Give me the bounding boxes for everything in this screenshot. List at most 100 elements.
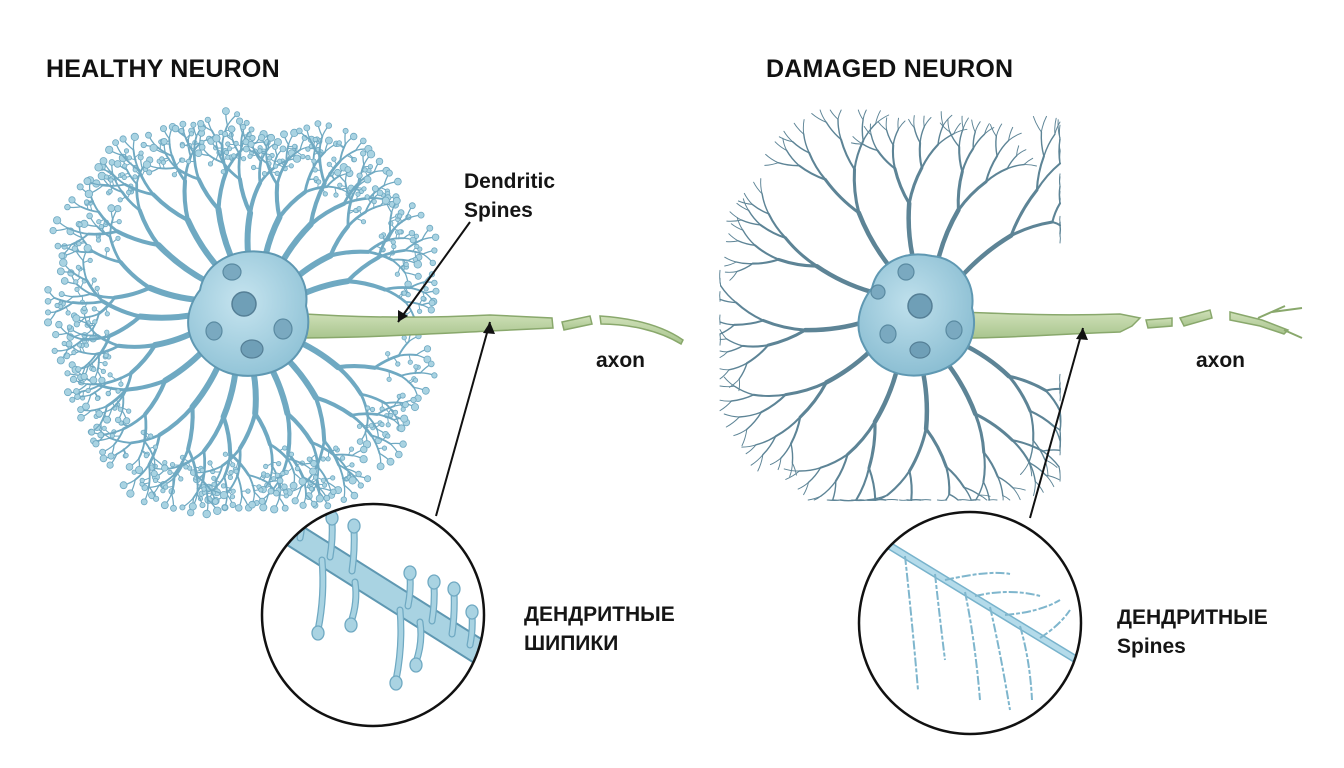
damaged-dendrite-branch [1028,461,1047,476]
damaged-dendrite-branch [875,114,890,125]
healthy-dendrite-branch [157,404,195,438]
spine-knob [355,470,362,478]
healthy-dendrite-branch [403,238,424,252]
damaged-dendrite-branch [973,412,1014,442]
spine-knob [126,489,135,498]
damaged-dendrite-branch [757,454,764,472]
spine-knob [381,445,388,451]
damaged-dendrite-branch [984,154,999,183]
spine-knob [105,390,111,396]
spine-knob [81,305,87,312]
spine-knob [145,131,152,139]
damaged-dendrite-branch [875,110,881,125]
healthy-dendrite-branch [158,166,177,170]
spine-knob [170,504,177,512]
damaged-dendrite-branch [726,345,744,353]
spine-knob [375,157,384,166]
damaged-dendrite-branch [945,493,950,501]
damaged-dendrite-branch [1006,154,1018,170]
spine-knob [431,372,438,379]
spine-knob [87,257,93,263]
spine-knob [291,497,299,505]
spine-knob [108,177,114,183]
spine-knob [140,141,147,149]
spine-knob [160,488,166,494]
spine-knob [188,502,197,511]
damaged-zoom-label-line2: Spines [1117,635,1186,658]
spine-knob [273,138,282,147]
healthy-dendrite-branch [222,452,232,479]
damaged-dendrite-branch [745,344,770,365]
damaged-dendrite-branch [766,328,807,347]
healthy-dendrite-branch [53,296,74,304]
damaged-dendrite-branch [834,453,849,483]
spine-knob [247,140,255,148]
spine-knob [97,431,104,439]
spine-knob [363,175,372,184]
damaged-dendrite-branch [777,457,782,471]
healthy-dendrite-branch [216,147,225,164]
damaged-nucleus [907,293,933,319]
spine-knob [64,388,72,397]
spine-knob [356,423,363,429]
spine-knob [95,237,102,243]
spine-knob [399,440,407,448]
healthy-dendrite-branch [80,205,100,213]
spine-knob [330,475,336,481]
healthy-dendrite-branch [71,300,105,305]
spine-knob [119,481,128,490]
spine-knob [431,233,440,241]
healthy-dendrite-branch [85,322,99,337]
spine-knob [125,463,134,471]
healthy-dendrite-branch [364,204,382,214]
damaged-dendrite-branch [1058,150,1061,165]
healthy-dendrite-branch [201,449,207,482]
healthy-dendrite-branch [277,190,308,220]
spine-knob [64,370,71,377]
healthy-dendrite-branch [221,414,233,456]
healthy-dendrite-branch [101,183,127,187]
healthy-dendrite-branch [115,441,133,456]
spine-knob [296,127,303,135]
spine-knob [141,484,149,492]
spine-knob [123,417,131,425]
damaged-dendrite-branch [885,117,888,131]
spine-knob [248,500,256,509]
spine-knob [94,285,100,291]
damaged-dendrite-branch [1012,487,1021,501]
healthy-dendrite-branch [285,411,292,456]
healthy-dendrite-branch [302,476,321,489]
healthy-dendrite-branch [325,175,340,188]
spine-knob [220,483,227,489]
healthy-dendrite-branch [70,233,90,246]
healthy-dendrite-branch [123,183,155,196]
spine-knob [243,119,250,126]
spine-knob [378,233,384,239]
healthy-dendrite-branch [81,334,111,341]
spine-knob [336,140,342,146]
spine-knob [412,377,419,383]
spine-knob [235,504,243,512]
damaged-dendrite-branch [948,493,959,501]
healthy-dendrite-branch [195,475,212,491]
healthy-dendrite-branch [157,473,176,487]
spine-knob [361,186,367,192]
healthy-dendrite-branch [383,288,407,304]
spine-knob [241,156,247,162]
spine-knob [421,386,430,395]
spine-knob [289,481,298,490]
damaged-dendrite-branch [893,166,911,205]
healthy-dendrite-branch [143,412,148,443]
spine-knob [140,498,148,506]
healthy-dendrite-branch [66,338,84,351]
healthy-dendrite-branch [92,250,122,264]
damaged-dendrite-branch [837,118,842,141]
spine-knob [149,143,158,152]
spine-knob [266,155,273,161]
damaged-dendrite-tree [719,109,1062,502]
healthy-dendrite-branch [123,378,168,392]
damaged-dendrite-branch [719,285,737,304]
damaged-dendrite-branch [719,298,737,304]
damaged-dendrite-branch [869,123,872,136]
damaged-dendrite-branch [924,427,948,469]
